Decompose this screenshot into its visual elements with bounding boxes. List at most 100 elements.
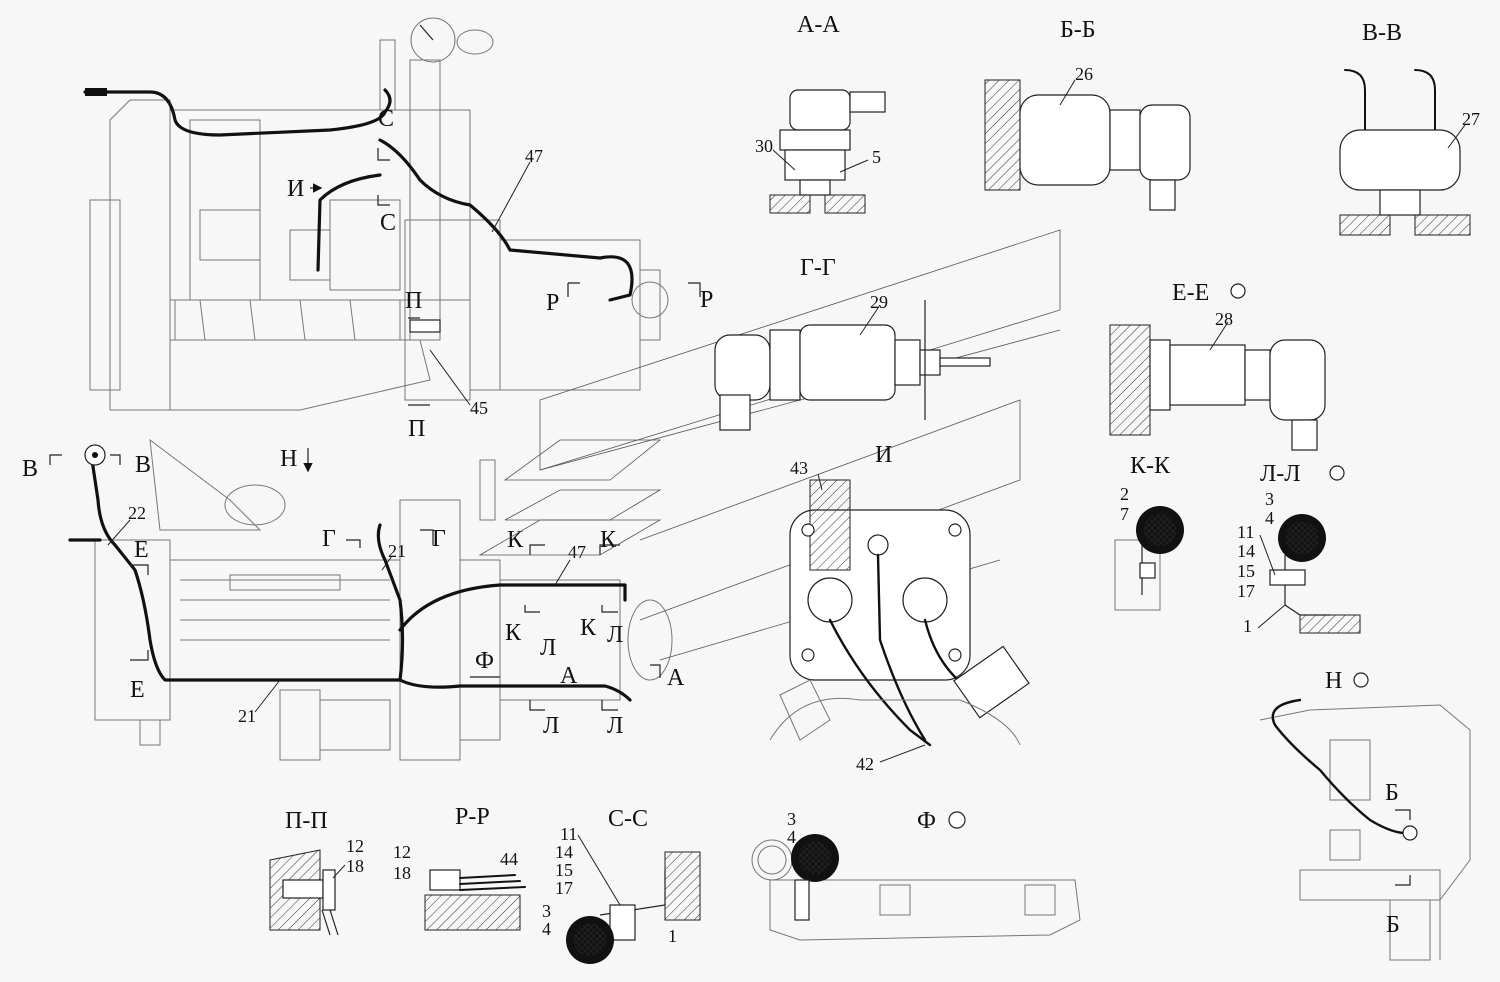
section-ll-title: Л-Л (1260, 461, 1301, 487)
cut-mark-n: Н (280, 446, 297, 472)
part-14-label-ss: 14 (555, 842, 573, 862)
section-gg-title: Г-Г (800, 255, 836, 281)
section-bb: Б-Б 26 (984, 17, 1191, 211)
view-n: Н Б Б (1259, 668, 1471, 961)
section-pp: П-П 12 18 (269, 808, 364, 936)
engine-top-view (89, 17, 669, 411)
cut-marks-side: В В Н Е Е Г Г К К К К Л Л Л Л А А Ф (22, 446, 685, 739)
section-ee: Е-Е 28 (1109, 280, 1326, 451)
part-15-label-ss: 15 (555, 860, 573, 880)
part-3-label-ll: 3 (1265, 489, 1274, 509)
cut-mark-p-lower: П (408, 416, 425, 442)
leaders-side: 22 21 21 47 (107, 503, 586, 726)
section-ee-title: Е-Е (1172, 280, 1209, 306)
part-12-label-rr: 12 (393, 842, 411, 862)
part-29-label: 29 (870, 292, 888, 312)
part-18-label-pp: 18 (346, 856, 364, 876)
cut-mark-l-2: Л (607, 622, 623, 648)
cut-marks-top: С С И П П Р Р (287, 106, 713, 442)
part-1-label-ss: 1 (668, 926, 677, 946)
section-vv-title: В-В (1362, 20, 1402, 46)
part-17-label-ll: 17 (1237, 581, 1255, 601)
section-rr: Р-Р 12 18 44 (393, 804, 526, 931)
part-2-label: 2 (1120, 484, 1129, 504)
cut-mark-r-left: Р (546, 290, 559, 316)
part-3-label-f: 3 (787, 809, 796, 829)
cut-mark-k-4: К (580, 615, 597, 641)
cut-mark-p-upper: П (405, 288, 422, 314)
part-5-label: 5 (872, 147, 881, 167)
part-11-label-ss: 11 (560, 824, 577, 844)
section-aa-title: А-А (797, 12, 840, 38)
section-kk-title: К-К (1130, 453, 1171, 479)
leaders-top: 47 45 (409, 146, 543, 418)
cut-mark-v-left: В (22, 456, 38, 482)
part-18-label-rr: 18 (393, 863, 411, 883)
part-47-label-top: 47 (525, 146, 543, 166)
cut-mark-s-upper: С (378, 106, 394, 132)
part-42-label: 42 (856, 754, 874, 774)
part-17-label-ss: 17 (555, 878, 573, 898)
cut-mark-k-3: К (505, 620, 522, 646)
part-14-label-ll: 14 (1237, 541, 1255, 561)
projection-lines (478, 229, 1061, 661)
section-aa: А-А 30 5 (755, 12, 886, 214)
part-43-label: 43 (790, 458, 808, 478)
part-3-label-ss: 3 (542, 901, 551, 921)
cut-mark-k-2: К (600, 527, 617, 553)
section-bb-title: Б-Б (1060, 17, 1096, 43)
part-12-label-pp: 12 (346, 836, 364, 856)
section-pp-title: П-П (285, 808, 328, 834)
cut-mark-v-right: В (135, 452, 151, 478)
part-21-label-upper: 21 (388, 541, 406, 561)
view-f: Ф 3 4 (751, 808, 1081, 941)
harness-21-side (68, 444, 632, 702)
section-kk: К-К 2 7 (1114, 453, 1184, 611)
cut-mark-b-upper: Б (1385, 780, 1399, 806)
section-ss: С-С 11 14 15 17 3 4 1 (542, 806, 701, 964)
engine-side-view (94, 438, 673, 761)
part-4-label-ss: 4 (542, 919, 551, 939)
part-4-label-ll: 4 (1265, 508, 1274, 528)
part-28-label: 28 (1215, 309, 1233, 329)
cut-mark-l-4: Л (607, 713, 623, 739)
section-gg: Г-Г 29 (714, 255, 991, 431)
part-15-label-ll: 15 (1237, 561, 1255, 581)
cut-mark-s-lower: С (380, 210, 396, 236)
section-vv: В-В 27 (1339, 20, 1480, 236)
cut-mark-a-right: А (667, 665, 685, 691)
part-47-label-side: 47 (568, 542, 586, 562)
cut-mark-k-1: К (507, 527, 524, 553)
cut-mark-l-1: Л (540, 635, 556, 661)
view-n-title: Н (1325, 668, 1342, 694)
cut-mark-l-3: Л (543, 713, 559, 739)
cut-mark-g-left: Г (322, 526, 336, 552)
cut-mark-r-right: Р (700, 287, 713, 313)
part-1-label-ll: 1 (1243, 616, 1252, 636)
view-i: И 43 42 (769, 442, 1030, 774)
cut-mark-b-lower: Б (1386, 912, 1400, 938)
part-11-label-ll: 11 (1237, 522, 1254, 542)
view-f-title: Ф (917, 808, 936, 834)
harness-47-top (83, 88, 634, 302)
section-ss-title: С-С (608, 806, 648, 832)
cut-mark-f: Ф (475, 648, 494, 674)
cut-mark-i: И (287, 176, 304, 202)
cut-mark-e-upper: Е (134, 537, 149, 563)
part-44-label: 44 (500, 849, 518, 869)
part-26-label: 26 (1075, 64, 1093, 84)
part-27-label: 27 (1462, 109, 1480, 129)
part-30-label: 30 (755, 136, 773, 156)
part-4-label-f: 4 (787, 827, 796, 847)
part-22-label: 22 (128, 503, 146, 523)
part-45-label: 45 (470, 398, 488, 418)
part-21-label-lower: 21 (238, 706, 256, 726)
section-rr-title: Р-Р (455, 804, 490, 830)
cut-mark-e-lower: Е (130, 677, 145, 703)
cut-mark-a-left: А (560, 663, 578, 689)
part-7-label: 7 (1120, 504, 1129, 524)
view-i-title: И (875, 442, 892, 468)
section-ll: Л-Л 3 4 11 14 15 17 1 (1237, 461, 1361, 636)
